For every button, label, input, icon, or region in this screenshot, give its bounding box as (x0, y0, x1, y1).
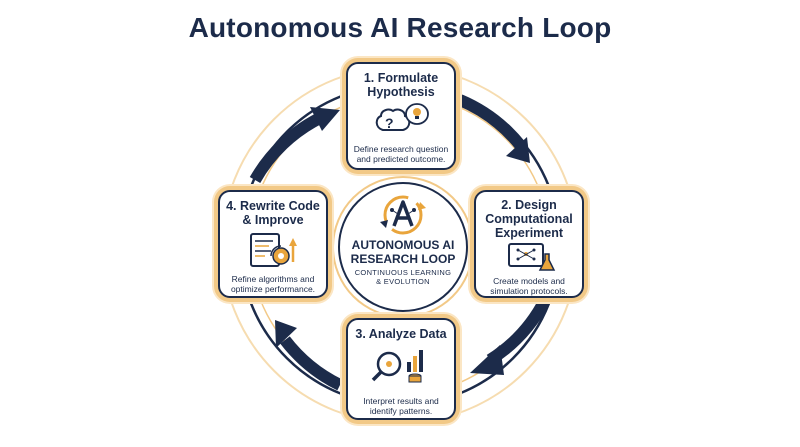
step-3-analyze-data: 3. Analyze Data Interpret results and id… (346, 318, 456, 420)
diagram-title: Autonomous AI Research Loop (188, 12, 612, 43)
svg-text:?: ? (385, 115, 394, 131)
brain-question-lightbulb-icon: ? (375, 103, 429, 131)
step-2-title-line1: 2. Design (501, 198, 557, 212)
step-2-title-line3: Experiment (494, 226, 564, 240)
ai-cycle-logo-icon (380, 195, 426, 235)
step-4-title-line1: 4. Rewrite Code (226, 199, 320, 213)
step-4-desc-line2: optimize performance. (230, 284, 316, 294)
step-3-title-line1: 3. Analyze Data (355, 327, 447, 341)
step-2-design-experiment: 2. Design Computational Experiment Creat… (474, 190, 584, 298)
center-title-line2: RESEARCH LOOP (350, 252, 456, 266)
arrow-4-to-1 (249, 107, 340, 184)
step-1-desc-line2: and predicted outcome. (356, 154, 446, 164)
step-1-formulate-hypothesis: 1. Formulate Hypothesis ? Define researc… (346, 62, 456, 170)
arrow-3-to-4 (275, 320, 343, 391)
center-subtitle-line1: CONTINUOUS LEARNING (354, 268, 452, 277)
arrow-1-to-2 (457, 94, 530, 163)
step-1-desc-line1: Define research question (353, 144, 449, 154)
step-4-title-line2: & Improve (242, 213, 304, 227)
code-gear-refresh-icon (250, 233, 297, 267)
step-1-title-line2: Hypothesis (367, 85, 435, 99)
step-2-desc-line2: simulation protocols. (490, 286, 568, 296)
step-2-title-line2: Computational (485, 212, 573, 226)
center-hub: AUTONOMOUS AI RESEARCH LOOP CONTINUOUS L… (338, 182, 468, 312)
step-3-desc-line1: Interpret results and (363, 396, 439, 406)
center-subtitle-line2: & EVOLUTION (376, 277, 430, 286)
step-4-desc-line1: Refine algorithms and (231, 274, 315, 284)
step-4-rewrite-code: 4. Rewrite Code & Improve Refine algorit… (218, 190, 328, 298)
arrow-2-to-3 (470, 297, 551, 375)
magnifier-chart-database-icon (371, 350, 423, 383)
step-1-title-line1: 1. Formulate (363, 71, 439, 85)
computer-flask-icon (508, 243, 556, 271)
center-title-line1: AUTONOMOUS AI (351, 238, 455, 252)
step-2-desc-line1: Create models and (493, 276, 565, 286)
step-3-desc-line2: identify patterns. (369, 406, 433, 416)
